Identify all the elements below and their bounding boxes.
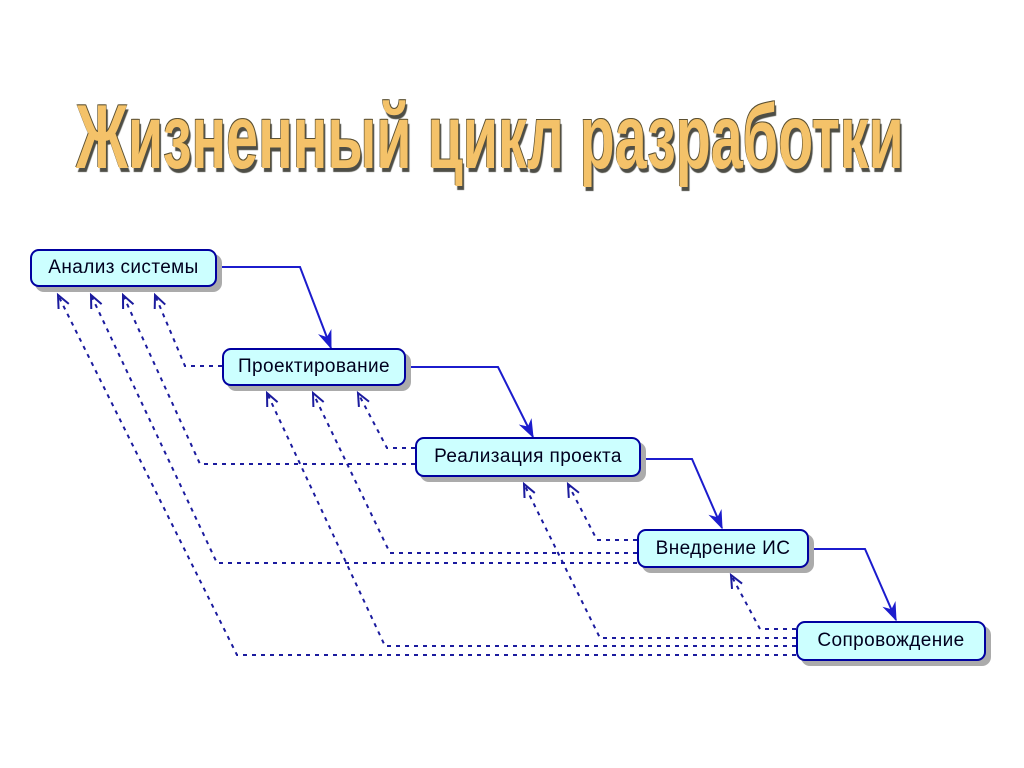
node-design-label: Проектирование [237, 356, 391, 377]
solid-connector-design-to-implementation-arrowhead [518, 418, 534, 439]
slide-title: Жизненный цикл разработки [76, 87, 904, 188]
feedback-connector-implementation-to-design-arrowhead [356, 390, 370, 408]
node-deployment: Внедрение ИС [637, 529, 809, 568]
feedback-connector-deployment-to-analysis [90, 294, 637, 564]
node-analysis-label: Анализ системы [48, 257, 199, 278]
node-maintenance: Сопровождение [796, 621, 986, 661]
feedback-connector-design-to-analysis-arrowhead [153, 292, 166, 310]
node-design: Проектирование [222, 348, 406, 386]
feedback-connector-deployment-to-implementation-arrowhead [566, 481, 580, 499]
solid-connector-analysis-to-design [217, 266, 332, 349]
solid-connector-design-to-implementation [407, 366, 534, 438]
feedback-connector-maintenance-to-analysis [57, 294, 796, 656]
node-implementation: Реализация проекта [415, 437, 641, 477]
solid-connector-analysis-to-design-arrowhead [318, 329, 332, 350]
feedback-connector-deployment-to-design-arrowhead [311, 390, 325, 408]
feedback-connector-design-to-analysis [154, 294, 222, 367]
feedback-connector-implementation-to-design [357, 392, 415, 449]
node-analysis: Анализ системы [30, 249, 217, 287]
feedback-connector-deployment-to-analysis-arrowhead [89, 292, 103, 310]
feedback-connector-maintenance-to-implementation-arrowhead [522, 481, 536, 499]
node-implementation-label: Реализация проекта [434, 446, 622, 467]
feedback-connector-maintenance-to-analysis-arrowhead [56, 292, 70, 310]
feedback-connector-deployment-to-implementation [567, 483, 637, 541]
feedback-connector-maintenance-to-deployment-arrowhead [729, 572, 743, 590]
solid-connector-deployment-to-maintenance [810, 548, 897, 621]
feedback-connector-implementation-to-analysis-arrowhead [121, 292, 135, 310]
feedback-connector-maintenance-to-implementation [523, 483, 796, 639]
solid-connector-implementation-to-deployment [642, 458, 723, 529]
solid-connector-deployment-to-maintenance-arrowhead [882, 601, 897, 622]
solid-connector-implementation-to-deployment-arrowhead [708, 509, 723, 530]
node-maintenance-label: Сопровождение [817, 630, 965, 651]
feedback-connector-maintenance-to-design [266, 392, 796, 647]
feedback-connector-deployment-to-design [312, 392, 637, 554]
feedback-connector-maintenance-to-deployment [730, 574, 796, 630]
node-deployment-label: Внедрение ИС [655, 537, 791, 559]
feedback-connector-maintenance-to-design-arrowhead [265, 390, 279, 408]
